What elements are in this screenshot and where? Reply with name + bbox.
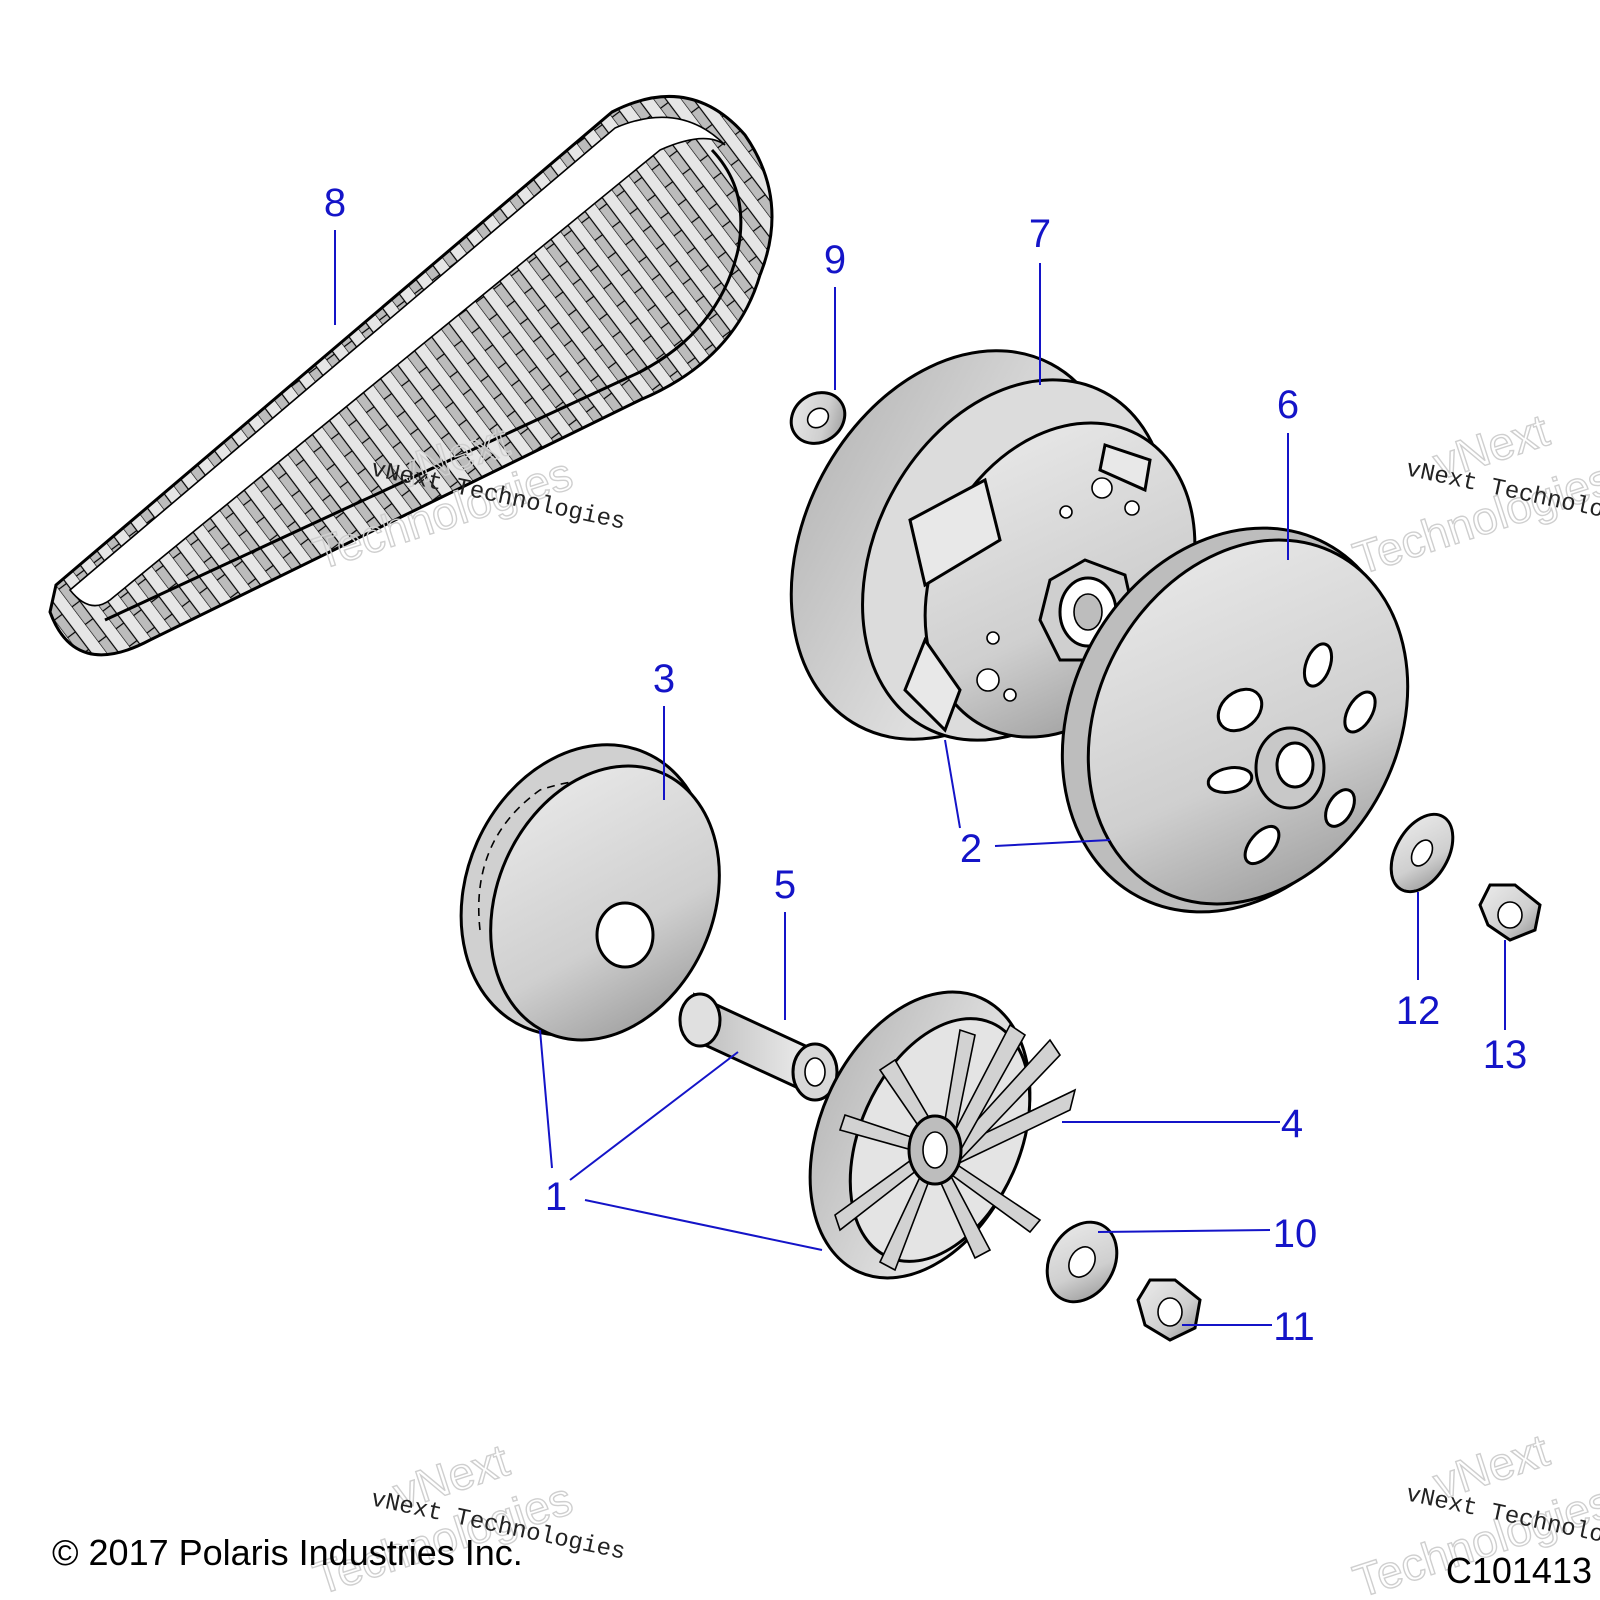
- callout-2: 2: [960, 827, 982, 871]
- clutch-drum: [1060, 526, 1410, 914]
- callout-11: 11: [1273, 1305, 1315, 1349]
- fan-sheave: [808, 990, 1077, 1280]
- nut-11: [1136, 1278, 1202, 1342]
- callout-5: 5: [774, 863, 796, 907]
- callout-4: 4: [1281, 1102, 1303, 1146]
- callout-9: 9: [824, 238, 846, 282]
- callout-6: 6: [1277, 383, 1299, 427]
- watermark-bottom-left: vNext Technologies vNext Technologies: [306, 1433, 627, 1600]
- leader-lines: [334, 230, 1506, 1326]
- nut-13: [1478, 883, 1542, 942]
- callouts: 8 9 7 6 3 5 2 1 4 10 11 12 13: [324, 181, 1527, 1349]
- spacer-10: [1045, 1220, 1119, 1304]
- drive-face: [459, 743, 721, 1042]
- callout-10: 10: [1273, 1212, 1318, 1256]
- figure-code: C101413: [1446, 1550, 1592, 1591]
- watermark-top-right: vNext Technologies vNext Technologies: [1346, 403, 1600, 585]
- washer-9: [789, 391, 847, 445]
- callout-12: 12: [1396, 989, 1441, 1033]
- callout-13: 13: [1483, 1033, 1528, 1077]
- callout-1: 1: [545, 1175, 567, 1219]
- sleeve-5: [678, 992, 839, 1102]
- copyright-text: © 2017 Polaris Industries Inc.: [52, 1532, 523, 1573]
- callout-8: 8: [324, 181, 346, 225]
- callout-7: 7: [1029, 212, 1051, 256]
- drive-belt: [48, 94, 774, 657]
- washer-12: [1389, 812, 1455, 894]
- callout-3: 3: [653, 657, 675, 701]
